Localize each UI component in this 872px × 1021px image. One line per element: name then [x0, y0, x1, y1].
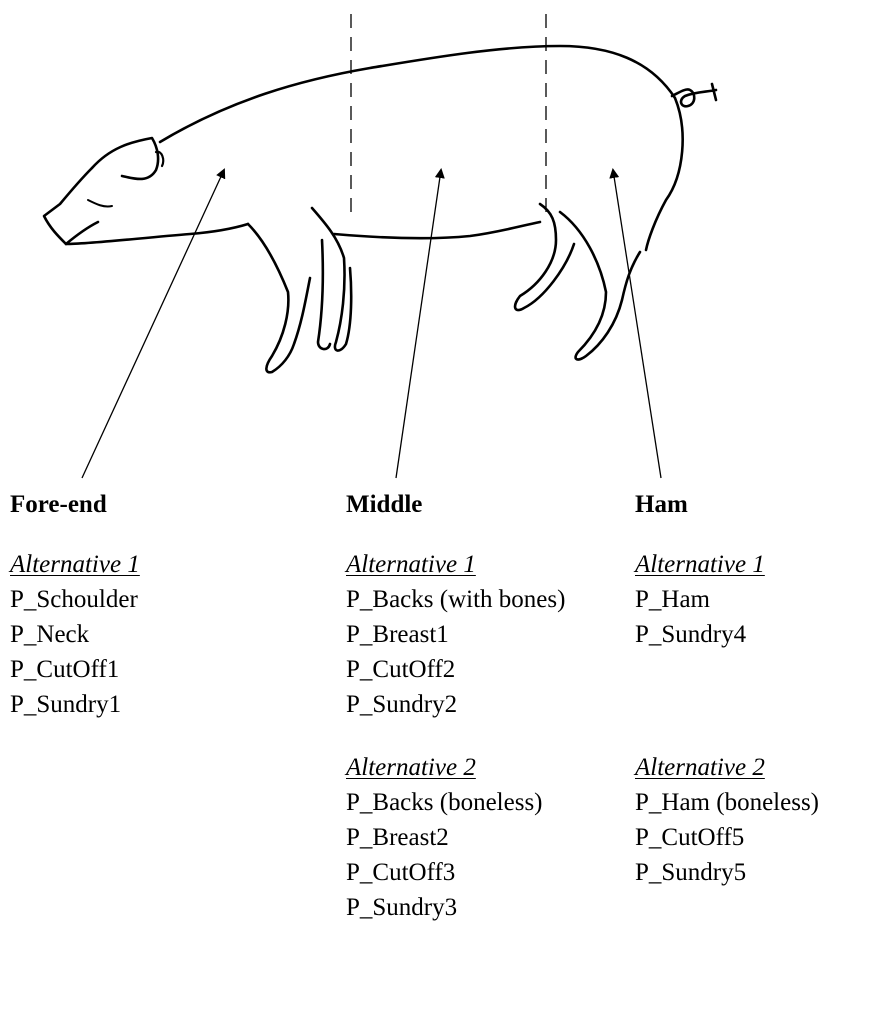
ham-title: Ham [635, 490, 819, 520]
pig-outline-drawing [0, 0, 872, 480]
pig-hind-leg-2 [560, 212, 640, 359]
cut-item: P_Sundry5 [635, 858, 819, 888]
middle-title: Middle [346, 490, 565, 520]
ham-alternative-2: Alternative 2 P_Ham (boneless) P_CutOff5… [635, 753, 819, 888]
alternative-label: Alternative 1 [635, 550, 819, 580]
cut-item: P_CutOff3 [346, 858, 565, 888]
cut-item: P_CutOff5 [635, 823, 819, 853]
fore-end-arrow [82, 170, 224, 478]
cut-item: P_Schoulder [10, 585, 140, 615]
ham-alternative-1: Alternative 1 P_Ham P_Sundry4 [635, 550, 819, 720]
pig-belly [334, 222, 540, 238]
pig-ear [92, 138, 158, 179]
fore-end-alternative-1: Alternative 1 P_Schoulder P_Neck P_CutOf… [10, 550, 140, 720]
cut-item: P_Sundry1 [10, 690, 140, 720]
cut-item: P_CutOff2 [346, 655, 565, 685]
middle-section: Middle Alternative 1 P_Backs (with bones… [346, 490, 565, 928]
fore-end-title: Fore-end [10, 490, 140, 520]
pig-tail [672, 84, 716, 106]
cut-item: P_Sundry4 [635, 620, 819, 650]
cut-item: P_Breast1 [346, 620, 565, 650]
alternative-label: Alternative 2 [635, 753, 819, 783]
ham-section: Ham Alternative 1 P_Ham P_Sundry4 Altern… [635, 490, 819, 893]
pig-front-leg-1 [248, 224, 310, 372]
cut-item: P_Backs (boneless) [346, 788, 565, 818]
spacer-item [635, 690, 819, 720]
middle-alternative-2: Alternative 2 P_Backs (boneless) P_Breas… [346, 753, 565, 923]
spacer-item [635, 655, 819, 685]
cut-item: P_Ham [635, 585, 819, 615]
cut-item: P_Backs (with bones) [346, 585, 565, 615]
cut-item: P_CutOff1 [10, 655, 140, 685]
middle-arrow [396, 170, 441, 478]
alternative-label: Alternative 2 [346, 753, 565, 783]
ham-arrow [613, 170, 661, 478]
cut-item: P_Sundry2 [346, 690, 565, 720]
pig-head [44, 168, 98, 244]
pig-back-line [160, 46, 683, 250]
alternative-label: Alternative 1 [10, 550, 140, 580]
cut-item: P_Breast2 [346, 823, 565, 853]
alternative-label: Alternative 1 [346, 550, 565, 580]
pig-front-leg-2 [312, 208, 351, 351]
fore-end-section: Fore-end Alternative 1 P_Schoulder P_Nec… [10, 490, 140, 725]
pig-hind-leg-1 [515, 204, 574, 310]
cut-item: P_Ham (boneless) [635, 788, 819, 818]
cut-item: P_Neck [10, 620, 140, 650]
cut-item: P_Sundry3 [346, 893, 565, 923]
middle-alternative-1: Alternative 1 P_Backs (with bones) P_Bre… [346, 550, 565, 720]
